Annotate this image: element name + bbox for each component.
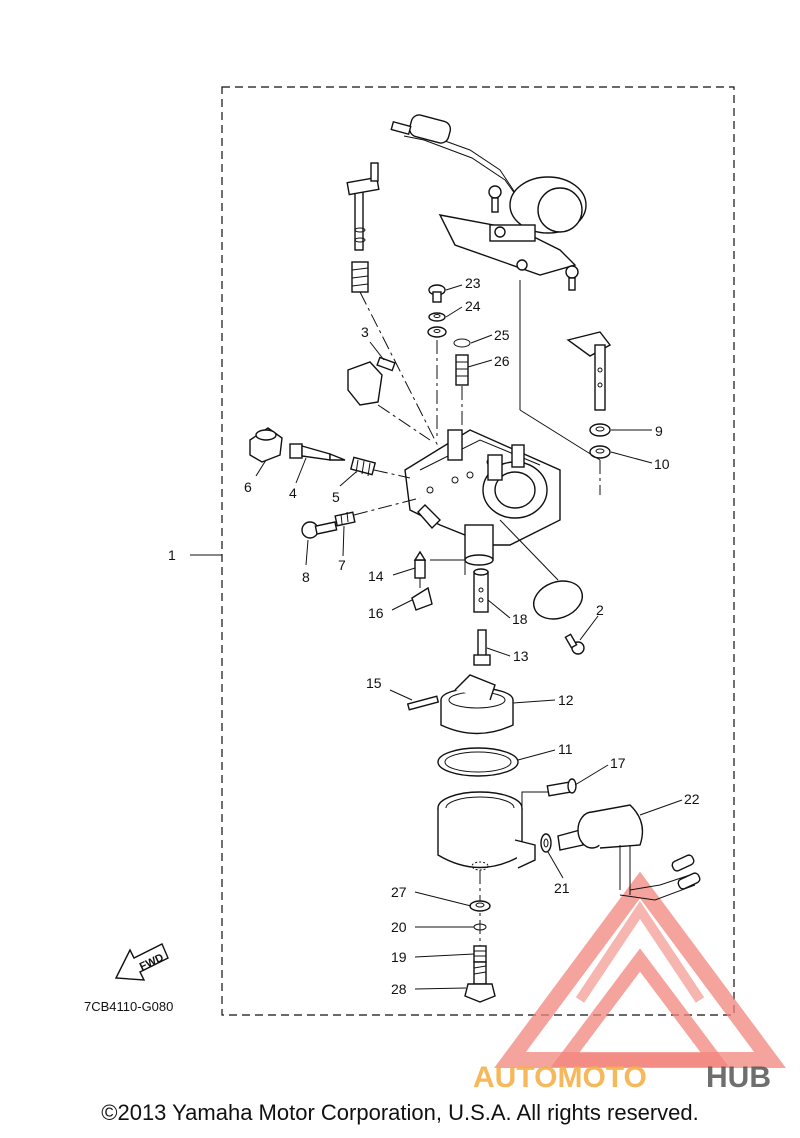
- callout-24: 24: [465, 298, 481, 314]
- spring-5: [349, 456, 377, 477]
- watermark-text-part1: AUTOMOTO: [473, 1061, 647, 1094]
- callout-16: 16: [368, 605, 384, 621]
- screw-actuator-1: [488, 185, 502, 213]
- callout-10: 10: [654, 456, 670, 472]
- callout-28: 28: [391, 981, 407, 997]
- oring-25: [453, 338, 471, 348]
- gasket-11: [437, 747, 519, 777]
- callout-27: 27: [391, 884, 407, 900]
- diagram-code: 7CB4110-G080: [84, 999, 173, 1014]
- fwd-arrow-icon: FWD: [114, 943, 169, 981]
- screw-8: [301, 521, 338, 539]
- callout-13: 13: [513, 648, 529, 664]
- callout-14: 14: [368, 568, 384, 584]
- callout-17: 17: [610, 755, 626, 771]
- callout-4: 4: [289, 485, 297, 501]
- washer-lower: [427, 326, 447, 338]
- callout-19: 19: [391, 949, 407, 965]
- callout-3: 3: [361, 324, 369, 340]
- callout-11: 11: [558, 741, 573, 757]
- callout-21: 21: [554, 880, 570, 896]
- washer-10: [589, 445, 611, 459]
- jet-13: [473, 629, 491, 666]
- callout-18: 18: [512, 611, 528, 627]
- screw-actuator-2: [565, 265, 579, 291]
- callout-8: 8: [302, 569, 310, 585]
- gasket-27: [469, 900, 491, 912]
- bolt-28: [464, 961, 496, 1003]
- jet-26: [455, 354, 469, 386]
- solenoid-22: [557, 804, 701, 901]
- callout-6: 6: [244, 479, 252, 495]
- callout-7: 7: [338, 557, 346, 573]
- spring-7: [334, 511, 356, 527]
- callout-23: 23: [465, 275, 481, 291]
- callout-25: 25: [494, 327, 510, 343]
- callout-leaders: [255, 284, 683, 990]
- callout-1: 1: [168, 547, 176, 563]
- washer-21: [540, 833, 552, 853]
- washer-24: [428, 312, 446, 322]
- callout-22: 22: [684, 791, 700, 807]
- callout-9: 9: [655, 423, 663, 439]
- callout-numbers: 1 2 3 4 5 6 7 8 9 10 11 12 13 14 15 16 1…: [168, 275, 700, 997]
- callout-15: 15: [366, 675, 382, 691]
- pilot-screw-4: [289, 443, 346, 461]
- plate-3: [347, 361, 383, 406]
- screw-23: [428, 284, 446, 303]
- callout-20: 20: [391, 919, 407, 935]
- callout-26: 26: [494, 353, 510, 369]
- watermark-text: AUTOMOTO HUB: [473, 1061, 771, 1094]
- throttle-plate: [533, 580, 583, 620]
- pin-15: [406, 695, 440, 711]
- screw-17: [546, 778, 577, 797]
- copyright-notice: ©2013 Yamaha Motor Corporation, U.S.A. A…: [101, 1100, 699, 1125]
- nozzle-18: [473, 568, 489, 613]
- watermark-logo: [494, 871, 786, 1068]
- clip-16: [411, 586, 433, 611]
- callout-5: 5: [332, 489, 340, 505]
- jet-19: [473, 945, 487, 963]
- cap-6: [249, 427, 283, 463]
- assembly-boundary: [221, 86, 735, 1016]
- choke-actuator: [390, 114, 587, 276]
- float-12: [440, 674, 514, 735]
- callout-12: 12: [558, 692, 574, 708]
- spring-top: [351, 261, 369, 293]
- screw-2: [564, 633, 585, 655]
- carburetor-body: [404, 429, 561, 566]
- watermark-text-part2: HUB: [706, 1061, 771, 1094]
- choke-shaft: [346, 162, 380, 251]
- float-bowl: [437, 791, 536, 871]
- screw-3: [376, 356, 396, 372]
- washer-9: [589, 423, 611, 437]
- needle-14: [413, 550, 427, 579]
- throttle-lever: [566, 331, 612, 411]
- callout-2: 2: [596, 602, 604, 618]
